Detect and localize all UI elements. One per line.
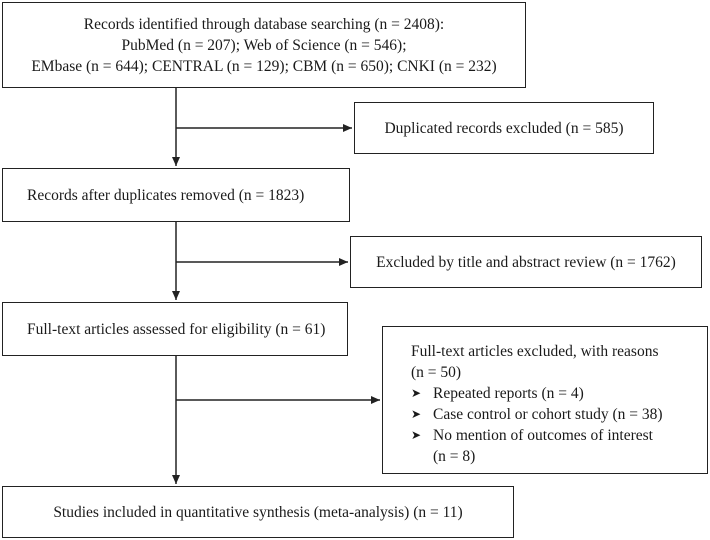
identified-line-1: Records identified through database sear… [83, 15, 445, 33]
exclusion-reason-item: ➤ No mention of outcomes of interest (n … [411, 425, 707, 467]
duplicates-excluded-text: Duplicated records excluded (n = 585) [384, 119, 624, 137]
fulltext-excluded-box: Full-text articles excluded, with reason… [382, 326, 708, 474]
identified-line-3: EMbase (n = 644); CENTRAL (n = 129); CBM… [31, 57, 497, 75]
duplicates-excluded-box: Duplicated records excluded (n = 585) [354, 102, 654, 154]
identified-line-2: PubMed (n = 207); Web of Science (n = 54… [121, 36, 407, 54]
studies-included-box: Studies included in quantitative synthes… [2, 486, 514, 538]
exclusion-reason-item: ➤ Repeated reports (n = 4) [411, 383, 707, 404]
arrow-bullet-icon: ➤ [411, 386, 422, 400]
title-abstract-excluded-text: Excluded by title and abstract review (n… [376, 253, 676, 271]
title-abstract-excluded-box: Excluded by title and abstract review (n… [350, 236, 702, 288]
exclusion-reason-text: Case control or cohort study (n = 38) [433, 406, 663, 423]
exclusion-reason-text: No mention of outcomes of interest [433, 427, 653, 444]
records-identified-box: Records identified through database sear… [2, 2, 526, 88]
exclusion-reasons-list: ➤ Repeated reports (n = 4) ➤ Case contro… [411, 383, 707, 467]
records-after-duplicates-text: Records after duplicates removed (n = 18… [27, 186, 305, 204]
fulltext-assessed-box: Full-text articles assessed for eligibil… [2, 302, 348, 356]
studies-included-text: Studies included in quantitative synthes… [53, 503, 463, 521]
exclusion-reason-text-continued: (n = 8) [433, 448, 476, 465]
arrow-bullet-icon: ➤ [411, 407, 422, 421]
fulltext-excluded-heading-1: Full-text articles excluded, with reason… [411, 343, 659, 360]
exclusion-reason-text: Repeated reports (n = 4) [433, 385, 584, 402]
arrow-bullet-icon: ➤ [411, 428, 422, 442]
exclusion-reason-item: ➤ Case control or cohort study (n = 38) [411, 404, 707, 425]
fulltext-assessed-text: Full-text articles assessed for eligibil… [27, 320, 326, 338]
fulltext-excluded-heading-2: (n = 50) [411, 364, 462, 381]
records-after-duplicates-box: Records after duplicates removed (n = 18… [2, 168, 350, 222]
